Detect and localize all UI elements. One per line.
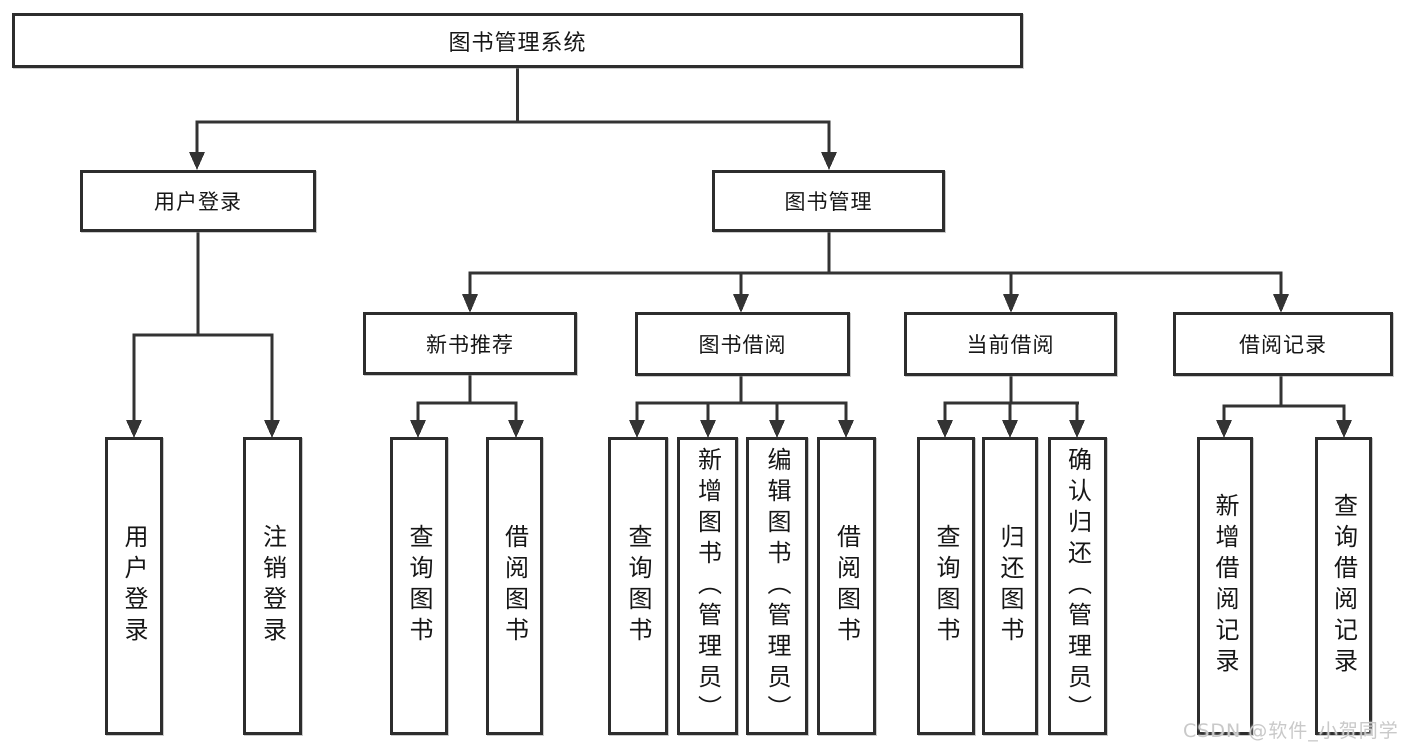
leaf-current-confirm-return-admin: 确认归还（管理员） (1048, 437, 1107, 735)
node-label: 借阅记录 (1239, 333, 1327, 357)
leaf-label: 归还图书 (996, 524, 1024, 648)
csdn-watermark: CSDN @软件_小贺同学 (1183, 720, 1399, 742)
node-book-borrowing: 图书借阅 (635, 312, 850, 376)
leaf-label: 查询图书 (405, 524, 433, 648)
leaf-label: 借阅图书 (500, 524, 529, 648)
node-label: 图书管理 (784, 190, 873, 214)
leaf-label: 查询图书 (624, 524, 652, 648)
leaf-label: 用户登录 (120, 524, 148, 648)
node-label: 新书推荐 (426, 332, 514, 357)
leaf-label: 查询图书 (932, 524, 960, 648)
leaf-current-query-books: 查询图书 (917, 437, 975, 735)
node-label: 图书管理系统 (448, 30, 587, 56)
leaf-user-login: 用户登录 (105, 437, 163, 735)
leaf-label: 注销登录 (258, 524, 287, 648)
node-library-management-system: 图书管理系统 (12, 13, 1023, 68)
node-new-book-recommend: 新书推荐 (363, 312, 577, 375)
node-borrowing-records: 借阅记录 (1173, 312, 1393, 376)
leaf-borrow-add-books-admin: 新增图书（管理员） (677, 437, 738, 735)
leaf-rec-borrow-books: 借阅图书 (486, 437, 543, 735)
leaf-records-query-record: 查询借阅记录 (1315, 437, 1372, 735)
leaf-label: 确认归还（管理员） (1063, 446, 1092, 726)
node-book-management: 图书管理 (712, 170, 945, 232)
leaf-current-return-books: 归还图书 (982, 437, 1038, 735)
leaf-logout: 注销登录 (243, 437, 302, 735)
leaf-borrow-query-books: 查询图书 (608, 437, 668, 735)
leaf-rec-query-books: 查询图书 (390, 437, 448, 735)
node-label: 用户登录 (154, 190, 242, 214)
leaf-label: 新增借阅记录 (1211, 493, 1239, 679)
leaf-label: 新增图书（管理员） (693, 446, 722, 726)
leaf-label: 借阅图书 (832, 524, 861, 648)
node-label: 图书借阅 (698, 333, 787, 357)
leaf-records-add-record: 新增借阅记录 (1197, 437, 1253, 735)
leaf-label: 查询借阅记录 (1329, 493, 1358, 679)
leaf-borrow-borrow-books: 借阅图书 (817, 437, 876, 735)
leaf-borrow-edit-books-admin: 编辑图书（管理员） (746, 437, 808, 735)
node-label: 当前借阅 (966, 333, 1055, 357)
node-user-login: 用户登录 (80, 170, 316, 232)
node-current-borrowing: 当前借阅 (904, 312, 1117, 376)
leaf-label: 编辑图书（管理员） (763, 446, 791, 726)
